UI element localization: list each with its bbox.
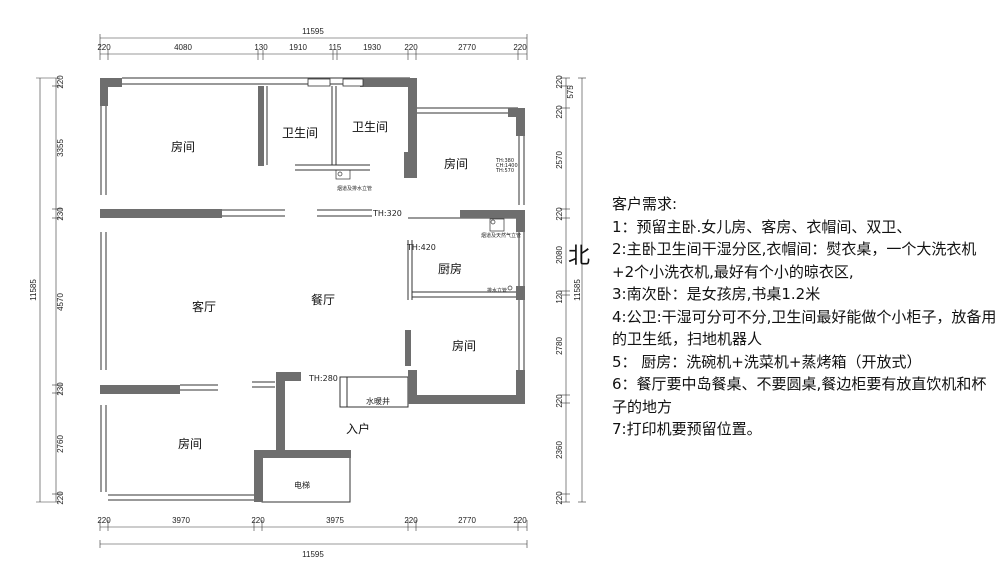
thick-walls	[100, 78, 525, 502]
requirements-title: 客户需求:	[612, 195, 678, 213]
dim-bottom-overall: 11595	[302, 550, 324, 559]
dim-left: 220	[56, 75, 65, 89]
dim-right: 2360	[555, 441, 564, 459]
dim-right: 220	[555, 491, 564, 505]
north-indicator: 北	[568, 244, 591, 269]
dim-bottom: 220	[404, 516, 418, 525]
room-label: 房间	[171, 139, 195, 154]
room-label: 卫生间	[282, 126, 318, 140]
room-label: 房间	[444, 156, 468, 171]
dim-top: 1910	[289, 43, 307, 52]
dim-right: 220	[555, 105, 564, 119]
dimension-lines	[36, 34, 586, 548]
th-label: TH:420	[406, 243, 436, 252]
requirement-item: 3:南次卧：是女孩房,书桌1.2米	[612, 285, 821, 303]
room-label: 房间	[178, 436, 202, 451]
dim-top: 1930	[363, 43, 381, 52]
window-note: TH:380	[495, 158, 514, 164]
dim-bottom: 220	[251, 516, 265, 525]
windows	[307, 78, 364, 87]
dim-left: 3355	[56, 139, 65, 157]
pipe-note: 排水立管	[487, 287, 507, 294]
dim-right: 2780	[555, 337, 564, 355]
dim-left: 220	[56, 491, 65, 505]
requirement-item: 6：餐厅要中岛餐桌、不要圆桌,餐边柜要有放直饮机和杯子的地方	[612, 375, 987, 416]
dim-bottom: 220	[97, 516, 111, 525]
dim-right-overall: 11585	[573, 279, 582, 301]
room-label: 房间	[452, 338, 476, 353]
dim-right: 575	[566, 85, 575, 99]
dim-bottom: 2770	[458, 516, 476, 525]
room-label: 水暖井	[366, 396, 390, 406]
th-label: TH:320	[372, 209, 402, 218]
pipe-note: 烟道及排水立管	[337, 185, 372, 192]
dim-bottom: 3975	[326, 516, 344, 525]
dim-right: 220	[555, 207, 564, 221]
dim-top: 220	[404, 43, 418, 52]
dim-left: 4570	[56, 293, 65, 311]
client-requirements: 客户需求: 1：预留主卧.女儿房、客房、衣帽间、双卫、 2:主卧卫生间干湿分区,…	[612, 193, 997, 441]
thin-walls	[100, 77, 525, 503]
room-label: 厨房	[438, 261, 462, 276]
dim-right: 220	[555, 75, 564, 89]
dim-right: 2570	[555, 151, 564, 169]
room-label: 餐厅	[311, 292, 335, 307]
dim-top: 220	[97, 43, 111, 52]
dim-top: 115	[329, 43, 342, 52]
requirement-item: 1：预留主卧.女儿房、客房、衣帽间、双卫、	[612, 217, 912, 236]
dim-bottom: 220	[513, 516, 527, 525]
room-label: 客厅	[192, 299, 216, 314]
dim-top: 130	[254, 43, 268, 52]
dim-bottom: 3970	[172, 516, 190, 525]
dim-top: 220	[513, 43, 527, 52]
dim-right: 120	[555, 290, 564, 304]
dim-left-overall: 11585	[29, 279, 38, 301]
requirement-item: 5： 厨房：洗碗机+洗菜机+蒸烤箱（开放式）	[612, 352, 922, 371]
dim-left: 230	[56, 382, 65, 396]
dim-left: 230	[56, 207, 65, 221]
pipe-markers	[335, 169, 513, 291]
th-label: TH:280	[308, 374, 338, 383]
dim-left: 2760	[56, 435, 65, 453]
room-label: 入户	[346, 421, 370, 436]
window-note: TH:570	[495, 168, 514, 174]
requirement-item: 2:主卧卫生间干湿分区,衣帽间：熨衣桌，一个大洗衣机+2个小洗衣机,最好有个小的…	[612, 240, 977, 281]
dim-top-overall: 11595	[302, 27, 324, 36]
window-note: CH:1400	[496, 163, 518, 169]
room-label: 卫生间	[352, 120, 388, 134]
dim-right: 220	[555, 394, 564, 408]
dim-top: 2770	[458, 43, 476, 52]
room-label: 电梯	[294, 480, 310, 490]
requirement-item: 7:打印机要预留位置。	[612, 420, 762, 438]
requirement-item: 4:公卫:干湿可分可不分,卫生间最好能做个小柜子，放备用的卫生纸，扫地机器人	[612, 307, 997, 349]
dim-right: 2080	[555, 246, 564, 264]
pipe-note: 烟道及天然气立管	[481, 232, 521, 239]
dim-top: 4080	[174, 43, 192, 52]
